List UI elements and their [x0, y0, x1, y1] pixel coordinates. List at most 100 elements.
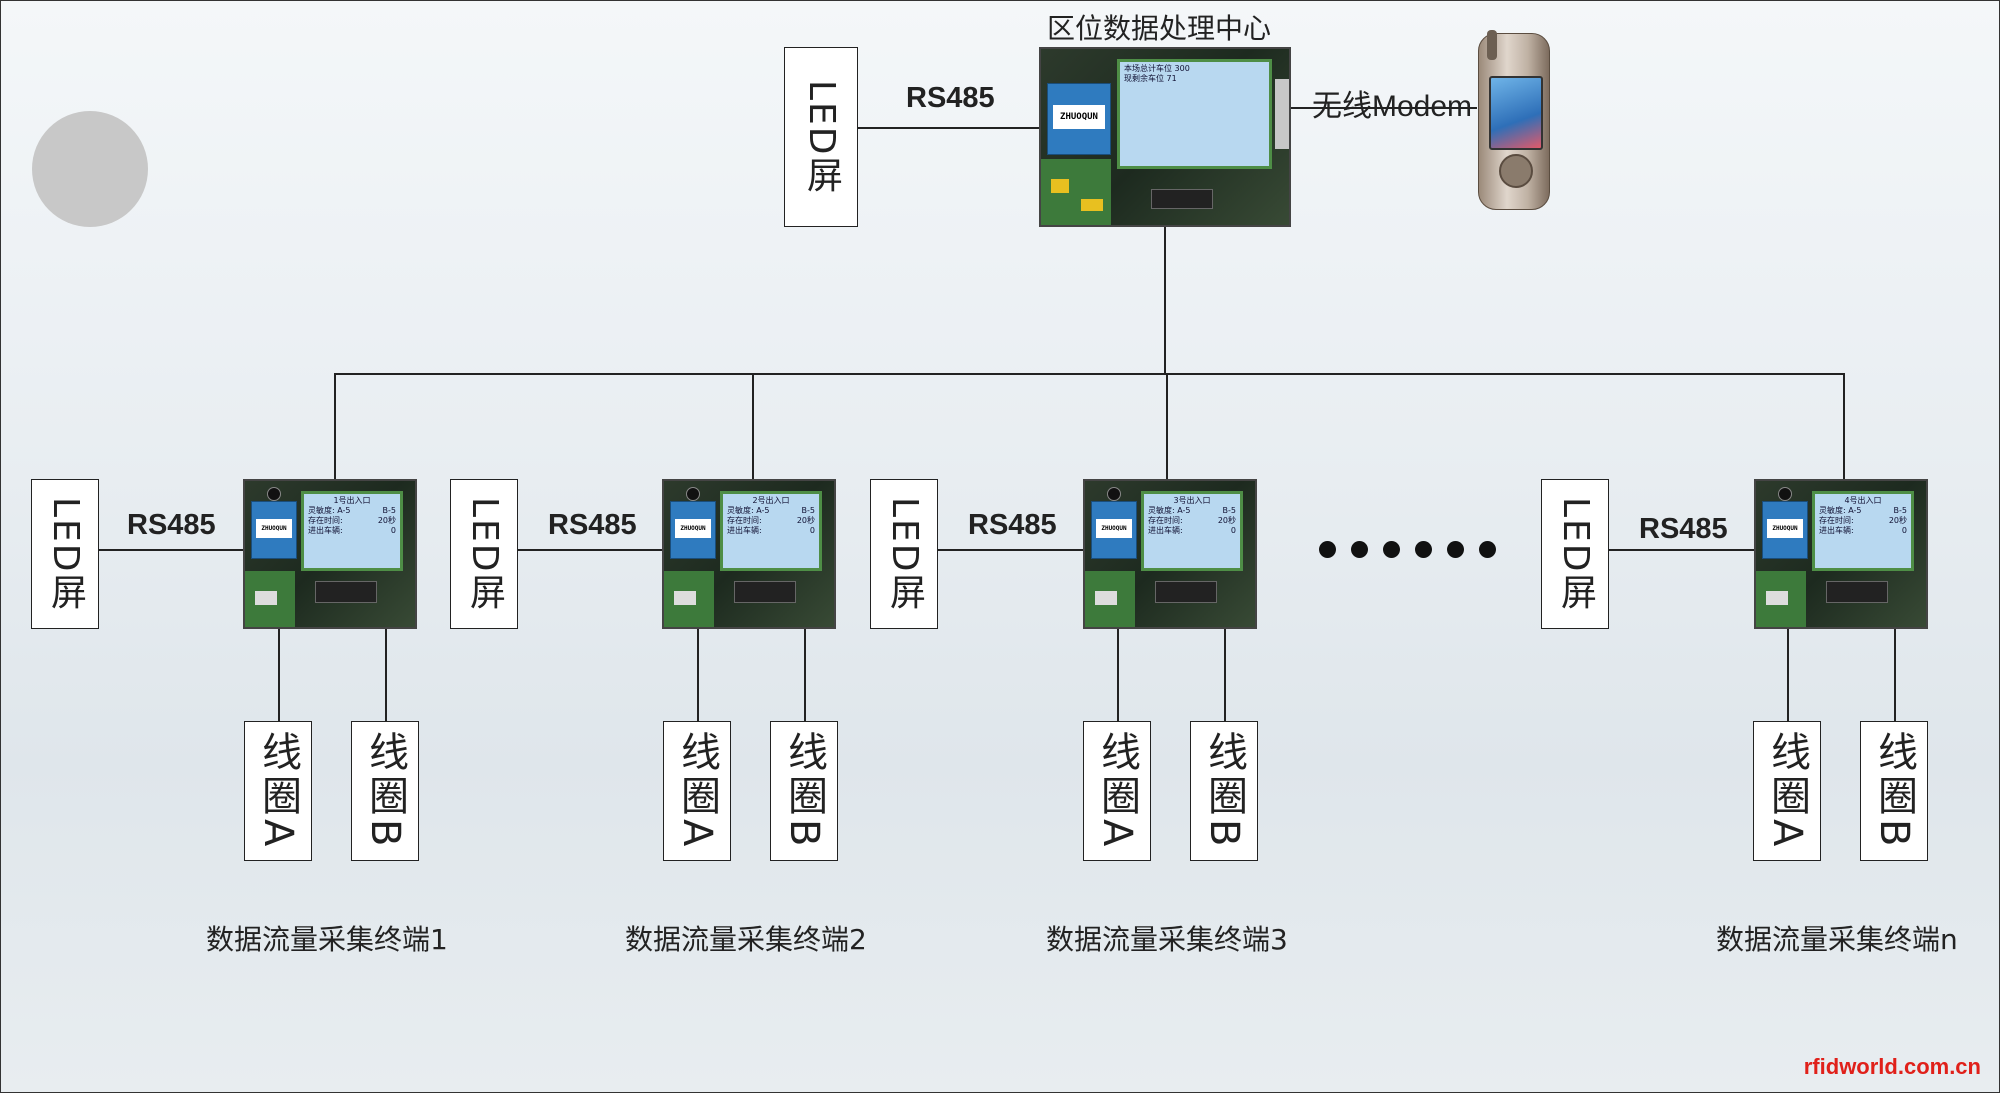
coil-a-line [1787, 629, 1789, 721]
terminal-lcd-row: 进出车辆: 0 [308, 526, 396, 536]
terminal-lcd-row: 存在时间: 20秒 [1148, 516, 1236, 526]
lcd-row-key: 灵敏度: A-5 [1148, 506, 1191, 515]
coil-b-label: 线圈B [781, 731, 827, 851]
terminal-capacitor [1778, 487, 1792, 501]
coil-a-label: 线圈A [255, 731, 301, 851]
terminal-chip [1155, 581, 1217, 603]
coil-b-line [1894, 629, 1896, 721]
center-led-label: LED屏 [801, 79, 842, 195]
terminal-lcd-row: 存在时间: 20秒 [308, 516, 396, 526]
terminal-component [255, 591, 277, 605]
terminal-chip [1826, 581, 1888, 603]
lcd-row-key: 灵敏度: A-5 [308, 506, 351, 515]
lcd-row-key: 存在时间: [308, 516, 343, 525]
lcd-row-value: 0 [1230, 526, 1236, 535]
coil-a-box: 线圈A [1753, 721, 1821, 861]
terminal-lcd-row: 进出车辆: 0 [1148, 526, 1236, 536]
watermark: rfidworld.com.cn [1803, 1054, 1981, 1079]
terminal-label: 数据流量采集终端n [1716, 923, 1958, 956]
coil-a-box: 线圈A [1083, 721, 1151, 861]
coil-b-line [385, 629, 387, 721]
phone-antenna [1487, 30, 1497, 60]
ellipsis-dot [1447, 541, 1464, 558]
terminal-transformer-label: ZHUOQUN [255, 518, 293, 538]
terminal-transformer-label: ZHUOQUN [1095, 518, 1133, 538]
coil-a-label: 线圈A [1094, 731, 1140, 851]
coil-a-line [1117, 629, 1119, 721]
terminal-lcd-title: 4号出入口 [1844, 496, 1882, 505]
bus-drop-line [1843, 373, 1845, 481]
lcd-row-value: 0 [1901, 526, 1907, 535]
terminal-capacitor [267, 487, 281, 501]
terminal-label: 数据流量采集终端1 [206, 923, 448, 956]
lcd-row-value: B-5 [801, 506, 815, 515]
center-board-component [1081, 199, 1103, 211]
terminal-lcd-title: 1号出入口 [333, 496, 371, 505]
terminal-led-screen: LED屏 [1541, 479, 1609, 629]
coil-b-label: 线圈B [1201, 731, 1247, 851]
phone-screen [1489, 76, 1543, 150]
ellipsis-dots [1319, 541, 1496, 558]
coil-a-label: 线圈A [1764, 731, 1810, 851]
terminal-led-label: LED屏 [464, 496, 505, 612]
terminal-lcd-row: 存在时间:20秒 [727, 516, 815, 526]
terminal-rs485-line [938, 549, 1083, 551]
terminal-led-label: LED屏 [884, 496, 925, 612]
terminal-rs485-line [99, 549, 243, 551]
center-trunk-line [1164, 227, 1166, 375]
terminal-lcd-title: 3号出入口 [1173, 496, 1211, 505]
coil-b-box: 线圈B [1190, 721, 1258, 861]
lcd-row-key: 进出车辆: [1148, 526, 1183, 535]
center-processing-board: ZHUOQUN 本场总计车位 300 现剩余车位 71 [1039, 47, 1291, 227]
lcd-row-value: 20秒 [1217, 516, 1236, 525]
center-board-lcd: 本场总计车位 300 现剩余车位 71 [1117, 59, 1272, 169]
terminal-lcd-row: 存在时间:20秒 [1819, 516, 1907, 526]
lcd-row-key: 进出车辆: [1819, 526, 1854, 535]
lcd-row-key: 进出车辆: [727, 526, 762, 535]
center-board-component [1051, 179, 1069, 193]
terminal-led-label: LED屏 [1555, 496, 1596, 612]
center-led-link-line [858, 127, 1041, 129]
bus-line [334, 373, 1845, 375]
terminal-rs485-label: RS485 [968, 509, 1057, 541]
terminal-chip [315, 581, 377, 603]
terminal-rs485-label: RS485 [548, 509, 637, 541]
terminal-transformer-label: ZHUOQUN [674, 518, 712, 538]
terminal-label: 数据流量采集终端2 [625, 923, 867, 956]
ellipsis-dot [1319, 541, 1336, 558]
center-board-connector [1275, 79, 1289, 149]
lcd-row-value: 20秒 [377, 516, 396, 525]
ellipsis-dot [1383, 541, 1400, 558]
mobile-phone-icon [1478, 30, 1550, 210]
terminal-capacitor [686, 487, 700, 501]
center-rs485-label: RS485 [906, 82, 995, 114]
lcd-row-key: 存在时间: [1819, 516, 1854, 525]
coil-b-label: 线圈B [1871, 731, 1917, 851]
lcd-row-key: 存在时间: [1148, 516, 1183, 525]
lcd-row-key: 进出车辆: [308, 526, 343, 535]
terminal-capacitor [1107, 487, 1121, 501]
terminal-rs485-label: RS485 [127, 509, 216, 541]
center-led-screen: LED屏 [784, 47, 858, 227]
terminal-lcd-row: 进出车辆: 0 [1819, 526, 1907, 536]
lcd-row-key: 存在时间: [727, 516, 762, 525]
coil-b-box: 线圈B [351, 721, 419, 861]
terminal-component [1766, 591, 1788, 605]
center-board-chip [1151, 189, 1213, 209]
terminal-led-screen: LED屏 [31, 479, 99, 629]
lcd-row-value: 0 [390, 526, 396, 535]
terminal-lcd-title: 2号出入口 [752, 496, 790, 505]
coil-b-label: 线圈B [362, 731, 408, 851]
terminal-lcd-row: 进出车辆:0 [727, 526, 815, 536]
